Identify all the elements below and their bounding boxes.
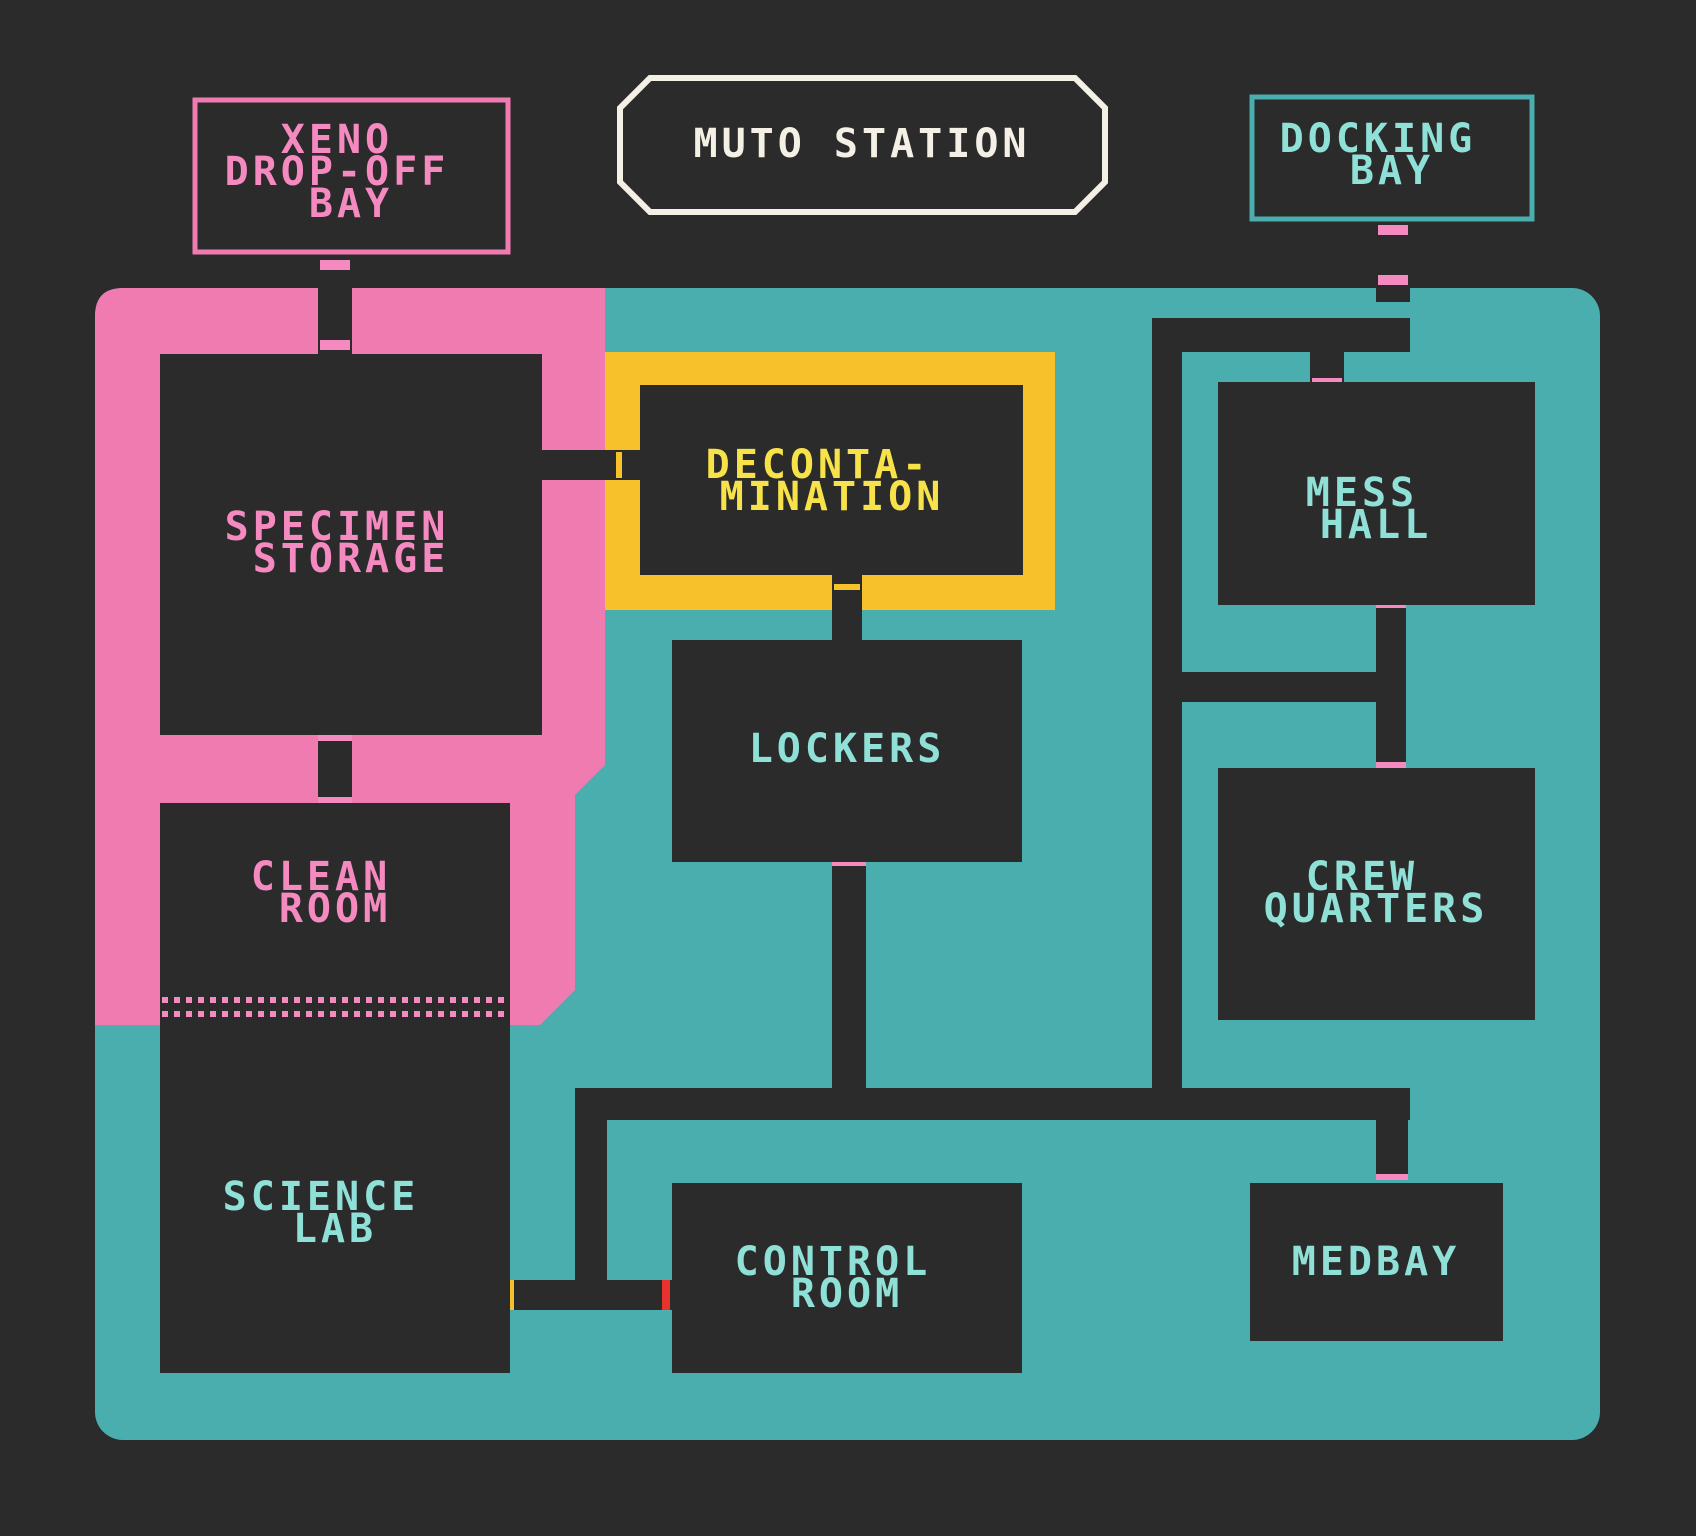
label-line: XENO bbox=[281, 117, 393, 163]
label-line: CONTROL bbox=[735, 1239, 932, 1285]
corridor-mess-stub bbox=[1310, 318, 1344, 382]
door-docking-2 bbox=[1378, 275, 1408, 285]
label-decontamination: DECONTA- MINATION bbox=[706, 442, 959, 520]
room-docking-bay[interactable] bbox=[1249, 94, 1535, 222]
door-docking-1 bbox=[1378, 225, 1408, 235]
label-line: BAY bbox=[309, 181, 393, 227]
corridor-south-main bbox=[575, 1088, 1410, 1120]
room-mess-hall[interactable] bbox=[1218, 382, 1535, 605]
room-science-lab[interactable] bbox=[160, 1025, 510, 1373]
room-xeno-dropoff[interactable] bbox=[192, 97, 511, 255]
label-line: DOCKING bbox=[1280, 116, 1477, 162]
room-decontamination[interactable] bbox=[640, 385, 1023, 575]
door-crew-top bbox=[1376, 762, 1406, 768]
corridor-specimen-clean bbox=[318, 735, 352, 803]
label-control-room: CONTROL ROOM bbox=[735, 1239, 960, 1317]
label-line: BAY bbox=[1350, 148, 1434, 194]
door-xeno-2 bbox=[320, 340, 350, 350]
label-science-lab: SCIENCE LAB bbox=[223, 1174, 448, 1252]
label-docking-bay: DOCKING BAY bbox=[1280, 116, 1505, 194]
room-control-room[interactable] bbox=[672, 1183, 1022, 1373]
label-line: SCIENCE bbox=[223, 1174, 420, 1220]
label-lockers: LOCKERS bbox=[749, 726, 946, 772]
label-line: MINATION bbox=[720, 474, 945, 520]
label-line: LAB bbox=[293, 1206, 377, 1252]
doors bbox=[318, 225, 1408, 1310]
label-line: CREW bbox=[1306, 854, 1418, 900]
label-clean-room: CLEAN ROOM bbox=[251, 854, 420, 932]
label-crew-quarters: CREW QUARTERS bbox=[1264, 854, 1489, 932]
label-line: HALL bbox=[1320, 502, 1432, 548]
label-line: DROP-OFF bbox=[225, 149, 450, 195]
corridor-decon-lockers bbox=[832, 570, 862, 640]
door-decon-left bbox=[616, 452, 622, 478]
corridor-lockers-down bbox=[832, 862, 866, 1088]
label-line: MESS bbox=[1306, 470, 1418, 516]
door-xeno-1 bbox=[320, 260, 350, 270]
room-clean-room[interactable] bbox=[160, 803, 510, 1025]
door-decon-bottom bbox=[834, 584, 860, 590]
corridor-specimen-decon bbox=[540, 450, 640, 480]
door-mess-top bbox=[1312, 378, 1342, 384]
room-medbay[interactable] bbox=[1250, 1183, 1503, 1341]
door-medbay-top bbox=[1376, 1174, 1408, 1180]
door-clean-top bbox=[318, 797, 352, 803]
title-badge bbox=[617, 75, 1108, 215]
corridors bbox=[318, 212, 1410, 1310]
room-crew-quarters[interactable] bbox=[1218, 768, 1535, 1020]
label-specimen-storage: SPECIMEN STORAGE bbox=[225, 504, 478, 582]
corridor-west-down bbox=[575, 1088, 607, 1303]
door-control-left bbox=[662, 1280, 670, 1310]
page-title: MUTO STATION bbox=[694, 121, 1031, 167]
label-medbay: MEDBAY bbox=[1292, 1239, 1461, 1285]
door-specimen-bottom bbox=[318, 735, 352, 741]
door-lockers-bottom bbox=[832, 860, 866, 866]
label-line: DECONTA- bbox=[706, 442, 931, 488]
corridor-east-trunk bbox=[1152, 318, 1182, 1088]
corridor-trunk-crew bbox=[1152, 672, 1406, 702]
room-lockers[interactable] bbox=[672, 640, 1022, 862]
label-mess-hall: MESS HALL bbox=[1306, 470, 1446, 548]
label-line: ROOM bbox=[279, 886, 391, 932]
label-line: SPECIMEN bbox=[225, 504, 450, 550]
label-line: STORAGE bbox=[253, 536, 450, 582]
corridor-medbay-stub bbox=[1376, 1088, 1408, 1178]
label-line: QUARTERS bbox=[1264, 886, 1489, 932]
room-specimen-storage[interactable] bbox=[160, 354, 542, 735]
door-lab-right bbox=[508, 1280, 514, 1310]
label-line: ROOM bbox=[791, 1271, 903, 1317]
label-line: CLEAN bbox=[251, 854, 391, 900]
corridor-lab-control bbox=[510, 1280, 675, 1310]
corridor-east-trunk-top bbox=[1152, 318, 1410, 352]
label-xeno-dropoff: XENO DROP-OFF BAY bbox=[225, 117, 478, 227]
